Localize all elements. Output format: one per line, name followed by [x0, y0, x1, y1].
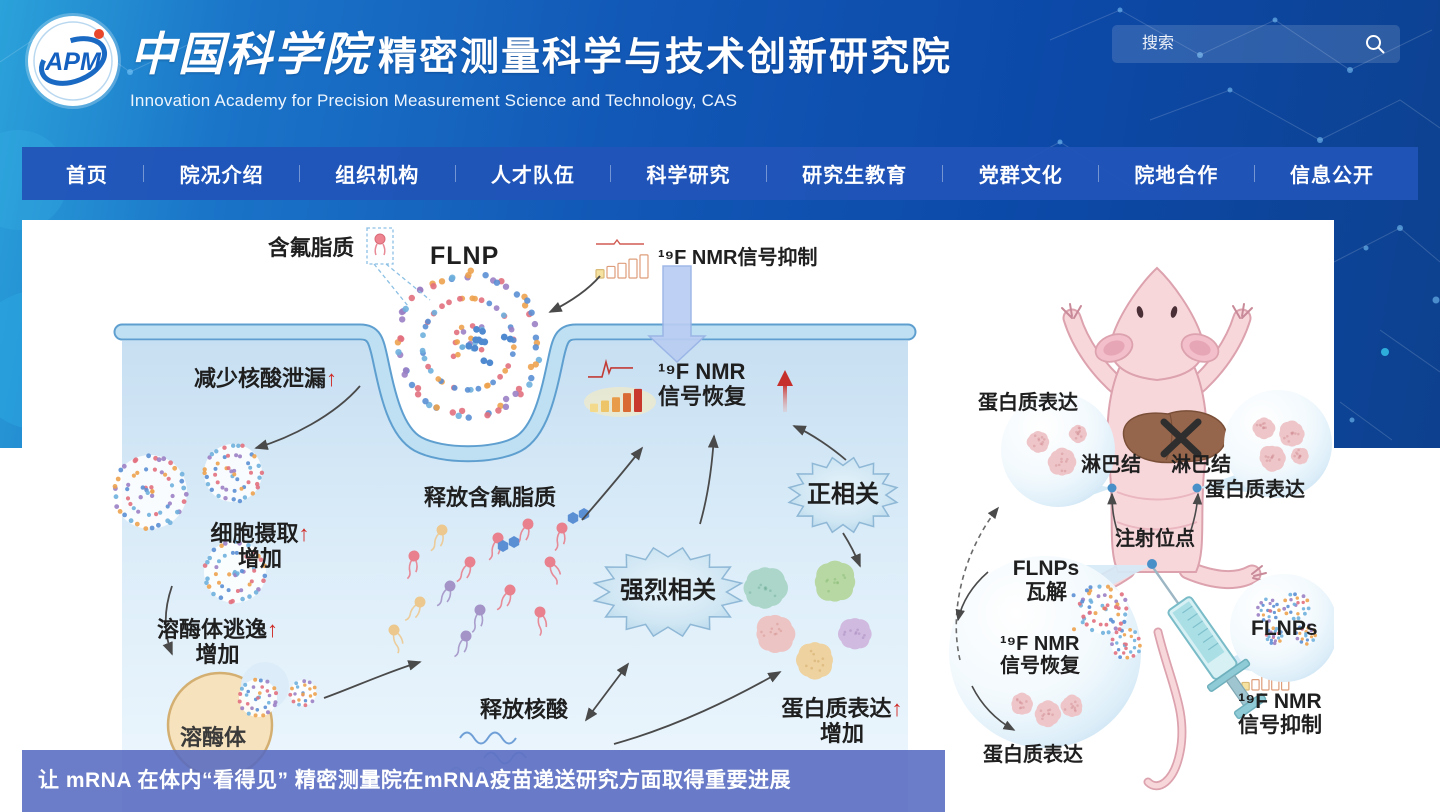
- search-box: [1112, 25, 1400, 63]
- nav-item-talent[interactable]: 人才队伍: [490, 165, 575, 187]
- main-nav: 首页 院况介绍 组织机构 人才队伍 科学研究 研究生教育 党群文化 院地合作 信…: [22, 147, 1418, 200]
- label-flnps-small: FLNPs: [1251, 617, 1318, 640]
- nav-separator: [942, 165, 944, 182]
- syringe-icon: [1152, 566, 1267, 720]
- nav-item-information[interactable]: 信息公开: [1290, 165, 1374, 187]
- label-protein-expression-right: 蛋白质表达: [1205, 479, 1305, 501]
- label-protein-expression-increase: 蛋白质表达↑ 增加: [781, 696, 903, 746]
- nav-separator: [298, 165, 300, 182]
- label-injection-site: 注射位点: [1115, 528, 1195, 550]
- nav-separator: [454, 165, 456, 182]
- label-lymph-node-right: 淋巴结: [1171, 454, 1231, 476]
- nav-item-home[interactable]: 首页: [66, 165, 108, 187]
- nav-separator: [1253, 165, 1255, 182]
- up-arrow-icon: ↑: [267, 617, 278, 642]
- nav-item-cooperation[interactable]: 院地合作: [1134, 165, 1219, 187]
- label-flnp: FLNP: [430, 242, 500, 270]
- label-protein-expression-bottom: 蛋白质表达: [983, 744, 1083, 766]
- mouse-illustration: [1044, 266, 1267, 791]
- label-release-nucleic-acid: 释放核酸: [480, 697, 569, 722]
- site-title-main: 精密测量科学与技术创新研究院: [378, 36, 953, 79]
- nav-separator: [1098, 165, 1100, 182]
- site-title-block: 中国科学院 精密测量科学与技术创新研究院 Innovation Academy …: [130, 18, 952, 111]
- label-positive-correlation: 正相关: [807, 481, 879, 508]
- up-arrow-icon: ↑: [891, 696, 903, 721]
- label-reduce-leakage: 减少核酸泄漏↑: [194, 366, 338, 391]
- nav-item-about[interactable]: 院况介绍: [179, 165, 264, 187]
- nav-separator: [143, 165, 145, 182]
- apm-logo-icon: APM: [33, 21, 113, 101]
- up-arrow-icon: ↑: [298, 521, 310, 546]
- label-nmr-suppressed-top: ¹⁹F NMR信号抑制: [658, 247, 818, 269]
- label-protein-expression-left: 蛋白质表达: [978, 392, 1078, 414]
- label-lysosome-escape: 溶酶体逃逸↑ 增加: [156, 617, 278, 667]
- label-cell-uptake: 细胞摄取↑ 增加: [210, 521, 310, 571]
- nav-item-organization[interactable]: 组织机构: [335, 165, 420, 187]
- apm-logo[interactable]: APM: [28, 16, 118, 106]
- label-lymph-node-left: 淋巴结: [1081, 454, 1141, 476]
- label-release-lipid: 释放含氟脂质: [424, 485, 557, 510]
- up-arrow-icon: ↑: [326, 366, 338, 391]
- search-input[interactable]: [1112, 25, 1364, 63]
- nav-item-research[interactable]: 科学研究: [646, 165, 731, 187]
- nav-separator: [610, 165, 612, 182]
- nav-separator: [765, 165, 767, 182]
- search-icon[interactable]: [1364, 33, 1386, 55]
- label-lysosome: 溶酶体: [180, 725, 247, 750]
- figure-graphics: [112, 227, 1334, 812]
- nav-item-party[interactable]: 党群文化: [978, 165, 1063, 187]
- nav-item-education[interactable]: 研究生教育: [802, 165, 908, 187]
- label-strong-correlation: 强烈相关: [620, 577, 716, 604]
- site-subtitle-en: Innovation Academy for Precision Measure…: [130, 91, 738, 110]
- svg-text:APM: APM: [44, 48, 102, 76]
- carousel-caption[interactable]: 让 mRNA 在体内“看得见” 精密测量院在mRNA疫苗递送研究方面取得重要进展: [22, 750, 945, 812]
- site-title-calligraphy: 中国科学院: [130, 27, 370, 81]
- label-fluorinated-lipid: 含氟脂质: [268, 236, 355, 260]
